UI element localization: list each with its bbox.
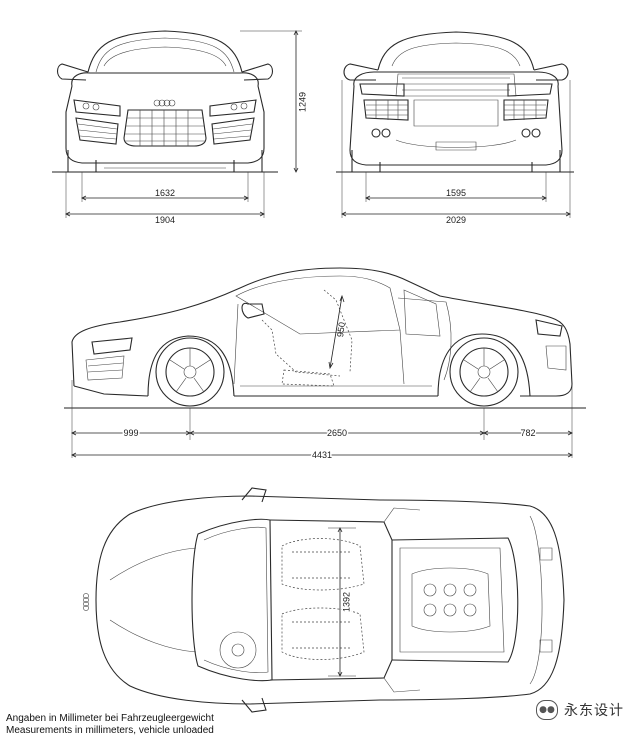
rear-width-dimension (341, 211, 571, 217)
rear-overhang-dimension (483, 430, 573, 436)
rear-track-label: 1595 (446, 188, 466, 198)
front-width-dimension (65, 211, 265, 217)
rear-view (343, 31, 569, 173)
front-track-dimension (81, 195, 249, 201)
side-view (71, 267, 573, 407)
measurement-note-german: Angaben in Millimeter bei Fahrzeugleerge… (6, 713, 214, 724)
wechat-badge-icon: ●● (536, 700, 558, 720)
length-dimension (71, 452, 573, 458)
rear-width-label: 2029 (446, 215, 466, 225)
front-width-label: 1904 (155, 215, 175, 225)
top-view (83, 487, 565, 713)
interior-width-label: 1392 (341, 592, 351, 612)
wheelbase-label: 2650 (327, 428, 347, 438)
front-height-dimension (240, 30, 302, 173)
front-overhang-label: 999 (123, 428, 138, 438)
front-height-label: 1249 (297, 92, 307, 112)
length-label: 4431 (312, 450, 332, 460)
front-view (56, 30, 274, 173)
watermark: ●● 永东设计 (536, 699, 636, 721)
measurement-note-english: Measurements in millimeters, vehicle unl… (6, 725, 214, 736)
rear-overhang-label: 782 (520, 428, 535, 438)
seat-dimension-label: 950 (335, 321, 347, 337)
seat-dimension (328, 294, 345, 370)
watermark-text: 永东设计 (564, 703, 624, 719)
front-track-label: 1632 (155, 188, 175, 198)
rear-track-dimension (365, 195, 547, 201)
interior-width-dimension (328, 527, 356, 677)
